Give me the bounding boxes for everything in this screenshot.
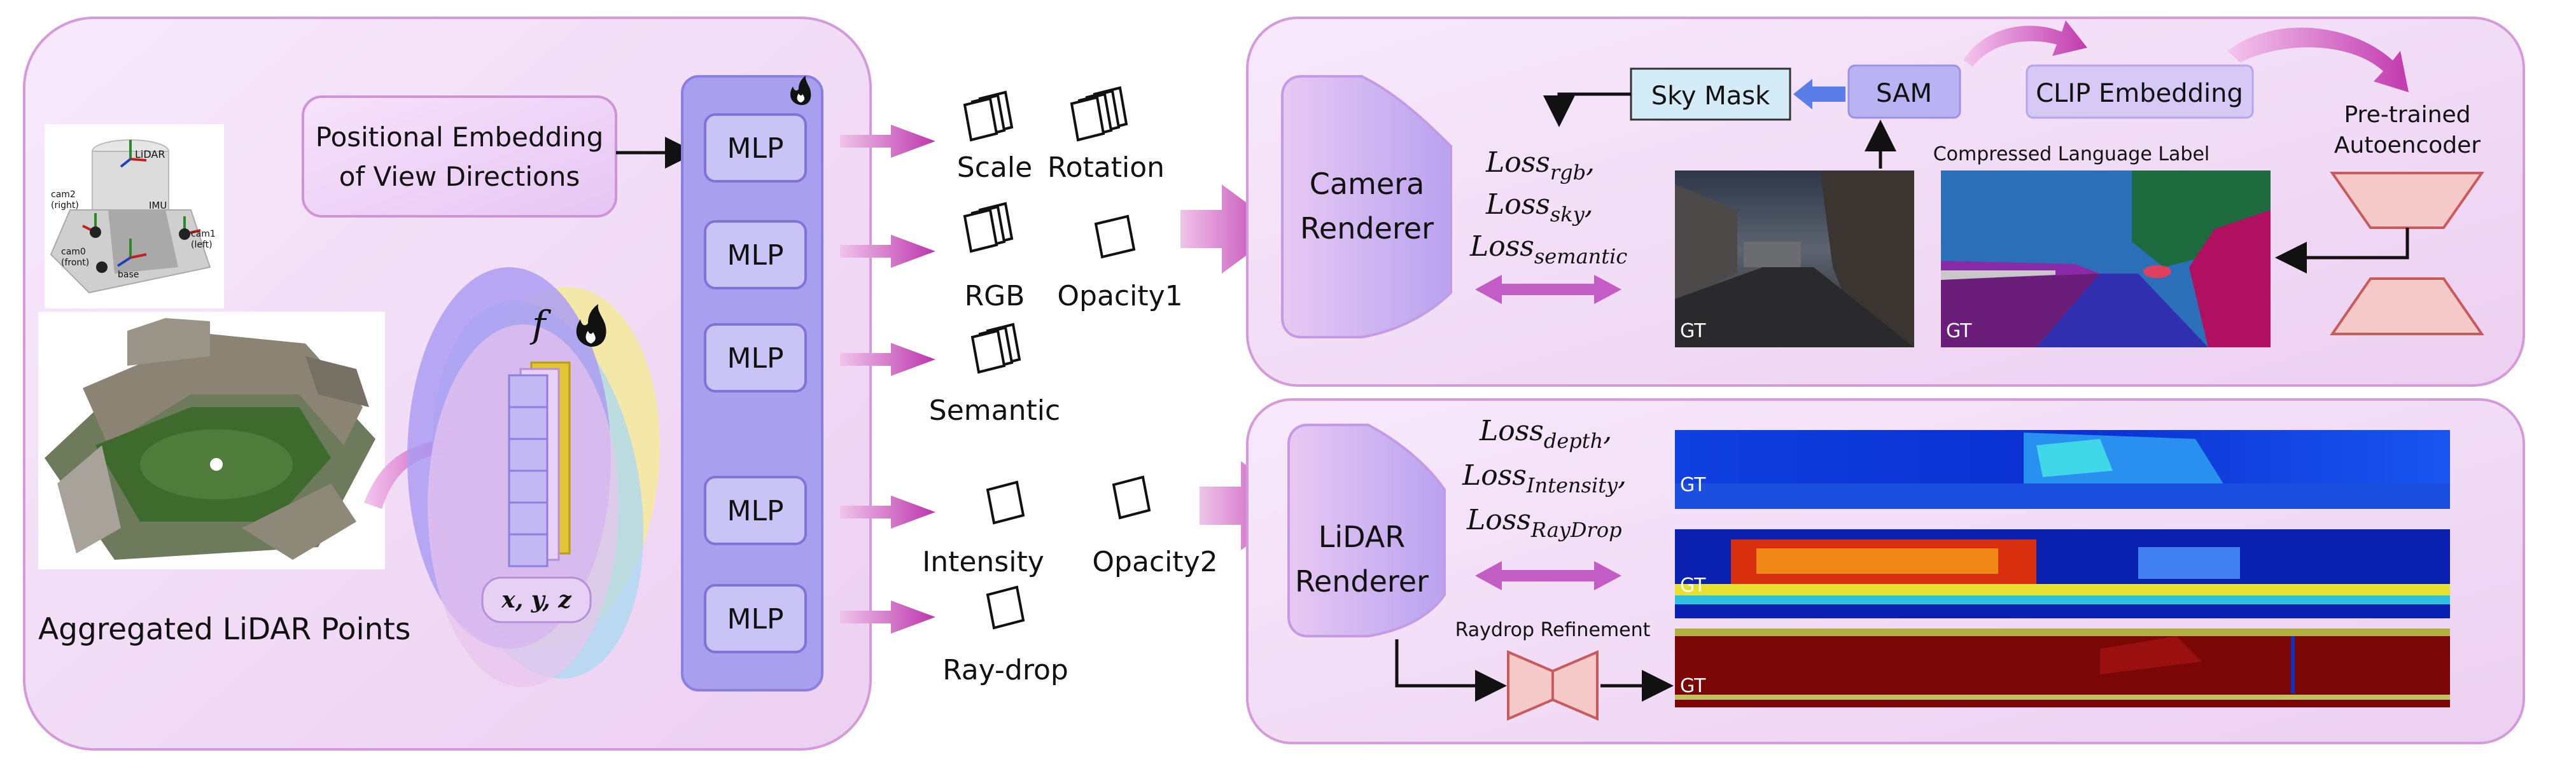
imu-sensor-label: IMU xyxy=(149,200,167,211)
opacity2-label: Opacity2 xyxy=(1092,546,1217,578)
loss-raydrop: LossRayDrop xyxy=(1466,504,1622,542)
lidar-raydrop-gt-image xyxy=(1675,629,2450,707)
lidar-renderer-line1: LiDAR xyxy=(1319,520,1405,554)
mlp-block-1: MLP xyxy=(704,113,807,183)
xyz-box xyxy=(481,576,592,623)
positional-embedding-box xyxy=(302,95,617,218)
compressed-language-label: Compressed Language Label xyxy=(1933,143,2210,165)
sky-mask-to-loss-arrow xyxy=(1543,92,1631,127)
sam-to-sky-mask-arrow xyxy=(1793,79,1845,109)
autoencoder-decoder-shape xyxy=(2330,277,2484,335)
camera-renderer-line1: Camera xyxy=(1310,167,1425,201)
opacity2-icon xyxy=(1112,475,1151,520)
mlp2-output-arrow xyxy=(840,235,935,268)
raydrop-label: Ray-drop xyxy=(942,654,1068,686)
intensity-label: Intensity xyxy=(922,546,1044,578)
mlp-label-4: MLP xyxy=(727,495,783,527)
camera-renderer-line2: Renderer xyxy=(1300,211,1434,246)
positional-embedding-line1: Positional Embedding xyxy=(316,122,604,153)
mlp5-output-arrow xyxy=(840,601,935,634)
mlp-label-2: MLP xyxy=(727,239,783,272)
lidar-raydrop-gt-label: GT xyxy=(1680,675,1706,697)
positional-embedding-line2: of View Directions xyxy=(339,161,580,192)
opacity1-label: Opacity1 xyxy=(1057,280,1182,312)
scale-label: Scale xyxy=(957,151,1032,184)
clip-to-autoencoder-arrow xyxy=(2227,27,2409,93)
sam-to-clip-arrow xyxy=(1963,20,2087,67)
to-camera-renderer-arrow xyxy=(1180,184,1282,274)
clip-embedding-box xyxy=(2026,64,2254,119)
cam1-position-label: (left) xyxy=(191,240,213,250)
mlp4-output-arrow xyxy=(840,496,935,529)
lidar-depth-gt-image xyxy=(1675,430,2450,509)
autoencoder-to-label-arrow xyxy=(2275,228,2409,274)
cam0-label: cam0 xyxy=(61,247,86,257)
cam2-label: cam2 xyxy=(51,190,76,200)
lidar-sensor-label: LiDAR xyxy=(135,148,165,160)
raydrop-refinement-label: Raydrop Refinement xyxy=(1455,619,1651,641)
loss-depth: Lossdepth, xyxy=(1479,415,1612,453)
autoencoder-line1: Pre-trained xyxy=(2344,102,2470,128)
autoencoder-line2: Autoencoder xyxy=(2334,132,2481,158)
mlp-block-3: MLP xyxy=(704,323,807,392)
autoencoder-encoder-shape xyxy=(2330,172,2484,229)
aggregated-lidar-label: Aggregated LiDAR Points xyxy=(38,612,410,647)
cam0-position-label: (front) xyxy=(61,258,89,268)
lidar-intensity-gt-label: GT xyxy=(1680,574,1706,597)
semantic-stack-icon xyxy=(970,323,1021,374)
mlp-frozen-flame-icon xyxy=(790,76,811,106)
cam2-position-label: (right) xyxy=(51,200,79,211)
mlp-label-3: MLP xyxy=(727,342,783,375)
mlp-block-2: MLP xyxy=(704,220,807,289)
cam1-label: cam1 xyxy=(191,229,216,239)
lidar-renderer-line2: Renderer xyxy=(1295,564,1429,599)
mlp-label-5: MLP xyxy=(727,603,783,636)
sam-label: SAM xyxy=(1876,79,1932,108)
point-cloud-image xyxy=(38,312,385,569)
feature-stack xyxy=(508,361,571,567)
lidar-loss-double-arrow xyxy=(1475,561,1621,590)
base-label: base xyxy=(118,270,139,280)
sensor-rig-image: LiDAR IMU cam2 (right) cam1 (left) cam0 … xyxy=(45,124,224,309)
intensity-icon xyxy=(986,480,1025,525)
raydrop-refinement-decoder xyxy=(1551,649,1599,721)
semantic-gt-label: GT xyxy=(1946,320,1972,342)
mlp3-output-arrow xyxy=(840,343,935,376)
mlp-block-5: MLP xyxy=(704,584,807,653)
xyz-label: x, y, z xyxy=(501,587,572,613)
sky-mask-label: Sky Mask xyxy=(1651,81,1770,111)
rgb-label: RGB xyxy=(965,280,1025,312)
semantic-label: Semantic xyxy=(929,394,1060,427)
camera-gt-label: GT xyxy=(1680,320,1706,342)
feature-frozen-flame-icon xyxy=(576,304,606,347)
rotation-stack-icon xyxy=(1070,86,1128,142)
lidar-renderer-box xyxy=(1287,424,1446,637)
lidar-renderer-to-refinement-arrow xyxy=(1395,639,1507,702)
camera-gt-image xyxy=(1675,170,1914,347)
loss-intensity: LossIntensity, xyxy=(1462,459,1627,497)
mlp-block-4: MLP xyxy=(704,476,807,545)
scale-stack-icon xyxy=(963,90,1014,142)
rgb-stack-icon xyxy=(963,202,1014,253)
opacity1-icon xyxy=(1094,214,1136,259)
clip-embedding-label: CLIP Embedding xyxy=(2036,79,2243,108)
loss-rgb: Lossrgb, xyxy=(1485,146,1595,184)
mlp1-output-arrow xyxy=(840,125,935,158)
sam-box xyxy=(1847,64,1961,119)
loss-sky: Losssky, xyxy=(1485,188,1593,226)
camera-renderer-box xyxy=(1281,75,1452,338)
camera-loss-double-arrow xyxy=(1475,275,1621,304)
lidar-intensity-gt-image xyxy=(1675,529,2450,618)
rotation-label: Rotation xyxy=(1047,151,1165,184)
semantic-label-image xyxy=(1941,170,2271,347)
loss-semantic: Losssemantic xyxy=(1469,230,1627,268)
raydrop-icon xyxy=(986,585,1025,630)
lidar-depth-gt-label: GT xyxy=(1680,474,1706,496)
mlp-label-1: MLP xyxy=(727,132,783,165)
